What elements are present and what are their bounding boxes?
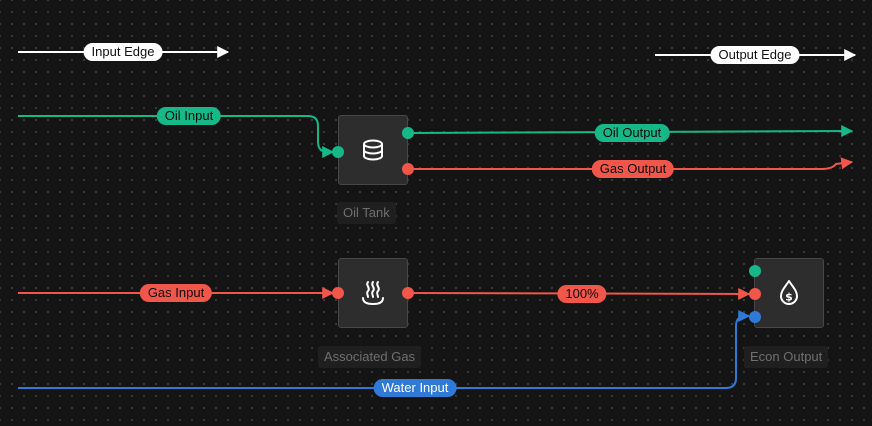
oil-tank-oil-output-port[interactable] xyxy=(402,127,414,139)
node-label-oil-tank: Oil Tank xyxy=(337,202,396,224)
edge-oil-input[interactable] xyxy=(18,115,335,158)
dollar-drop-icon: $ xyxy=(780,280,798,305)
node-oil-tank[interactable] xyxy=(338,115,408,185)
node-associated-gas[interactable] xyxy=(338,258,408,328)
econ-output-water-port[interactable] xyxy=(749,311,761,323)
edge-label-gas-input[interactable]: Gas Input xyxy=(139,284,213,302)
edge-label-water-input[interactable]: Water Input xyxy=(373,379,457,397)
edge-water-input[interactable] xyxy=(18,310,751,389)
edge-gas-output[interactable] xyxy=(408,157,854,170)
econ-output-oil-port[interactable] xyxy=(749,265,761,277)
heat-waves-icon xyxy=(362,281,384,306)
associated-gas-output-port[interactable] xyxy=(402,287,414,299)
edge-label-gas-to-econ[interactable]: 100% xyxy=(557,285,607,303)
node-label-econ-output: Econ Output xyxy=(744,346,829,368)
edge-label-oil-output[interactable]: Oil Output xyxy=(594,124,670,142)
edge-label-gas-output[interactable]: Gas Output xyxy=(591,160,675,178)
edge-label-oil-input[interactable]: Oil Input xyxy=(156,107,222,125)
oil-tank-input-port[interactable] xyxy=(332,146,344,158)
node-econ-output[interactable]: $ xyxy=(754,258,824,328)
svg-text:$: $ xyxy=(785,291,793,304)
database-icon xyxy=(363,139,383,161)
legend-input-edge-label: Input Edge xyxy=(83,43,163,61)
node-label-associated-gas: Associated Gas xyxy=(318,346,422,368)
econ-output-gas-port[interactable] xyxy=(749,288,761,300)
associated-gas-input-port[interactable] xyxy=(332,287,344,299)
oil-tank-gas-output-port[interactable] xyxy=(402,163,414,175)
legend-output-edge-label: Output Edge xyxy=(710,46,800,64)
